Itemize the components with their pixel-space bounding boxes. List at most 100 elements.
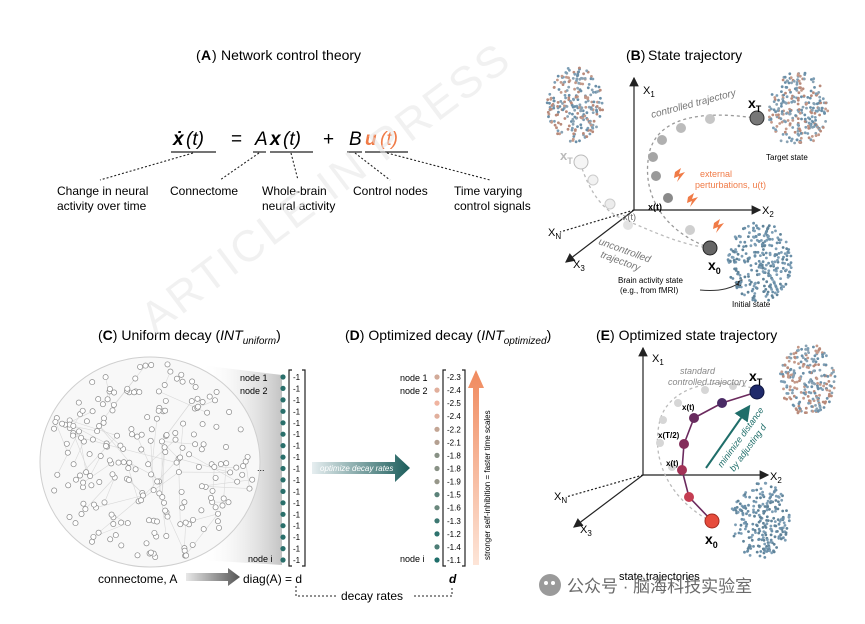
connectome-node [137,390,142,395]
brain-node [744,505,747,508]
brain-node [759,555,762,558]
brain-node [817,107,820,110]
eq-xdot: ẋ [172,129,185,150]
brain-node [777,500,780,503]
connectome-node [111,402,116,407]
d-decay-value: -1.1 [447,556,461,565]
brain-node [762,522,765,525]
c-node-dot [280,557,285,562]
d-bracket-right [462,370,465,566]
brain-node [812,365,815,368]
leader-lines [100,153,490,180]
brain-node [831,367,834,370]
brain-node [782,388,785,391]
brain-node [770,121,773,124]
connectome-node [102,500,107,505]
connectome-node [163,508,168,513]
label-change-2: activity over time [57,199,147,213]
brain-node [822,385,825,388]
connectome-node [152,530,157,535]
brain-node [592,111,595,114]
brain-node [774,489,777,492]
brain-node [775,499,778,502]
brain-node [771,238,774,241]
connectome-node [76,429,81,434]
brain-node [790,76,793,79]
brain-node [559,100,562,103]
brain-node [761,538,764,541]
connectome-node [132,390,137,395]
brain-node [794,87,797,90]
brain-node [775,273,778,276]
brain-node [784,364,787,367]
brain-node [750,244,753,247]
brain-node [579,103,582,106]
brain-node [765,280,768,283]
brain-node [564,94,567,97]
brain-node [568,94,571,97]
connectome-node [91,502,96,507]
brain-node [786,527,789,530]
connectome-node [118,443,123,448]
brain-node [747,504,750,507]
connectome-node [154,519,159,524]
c-decay-value: -1 [293,499,301,508]
connectome-node [127,460,132,465]
brain-node [785,127,788,130]
brain-node [586,97,589,100]
brain-node [789,122,792,125]
brain-node [745,252,748,255]
brain-node [760,517,763,520]
brain-node [578,106,581,109]
brain-node [737,271,740,274]
brain-node [795,351,798,354]
brain-node [780,493,783,496]
c-gray-arrow [186,568,240,586]
brain-node [758,528,761,531]
brain-node [752,489,755,492]
brain-node [577,98,580,101]
brain-node [785,509,788,512]
connectome-node [100,402,105,407]
brain-node [785,283,788,286]
brain-node [770,288,773,291]
brain-node [593,101,596,104]
brain-node [778,523,781,526]
brain-node [788,136,791,139]
brain-node [788,519,791,522]
brain-node [744,496,747,499]
brain-node [820,375,823,378]
brain-node [560,91,563,94]
connectome-node [163,408,168,413]
brain-node [817,388,820,391]
brain-node [780,105,783,108]
brain-node [777,518,780,521]
connectome-node [195,396,200,401]
b-axis-x2: X2 [762,205,774,219]
brain-node [790,353,793,356]
brain-node [780,370,783,373]
brain-node [765,252,768,255]
connectome-node [207,394,212,399]
connectome-node [88,473,93,478]
brain-node [782,267,785,270]
brain-node [748,536,751,539]
brain-node [788,89,791,92]
connectome-node [97,479,102,484]
connectome-brain [40,357,260,567]
brain-node [734,523,737,526]
brain-node [804,72,807,75]
d-decay-value: -2.4 [447,386,461,395]
c-decay-value: -1 [293,384,301,393]
brain-node [773,100,776,103]
brain-node [785,86,788,89]
c-node-dot [280,466,285,471]
brain-node [793,381,796,384]
connectome-node [195,404,200,409]
brain-node [813,358,816,361]
brain-node [556,132,559,135]
brain-node [788,274,791,277]
brain-node [578,78,581,81]
connectome-node [173,430,178,435]
